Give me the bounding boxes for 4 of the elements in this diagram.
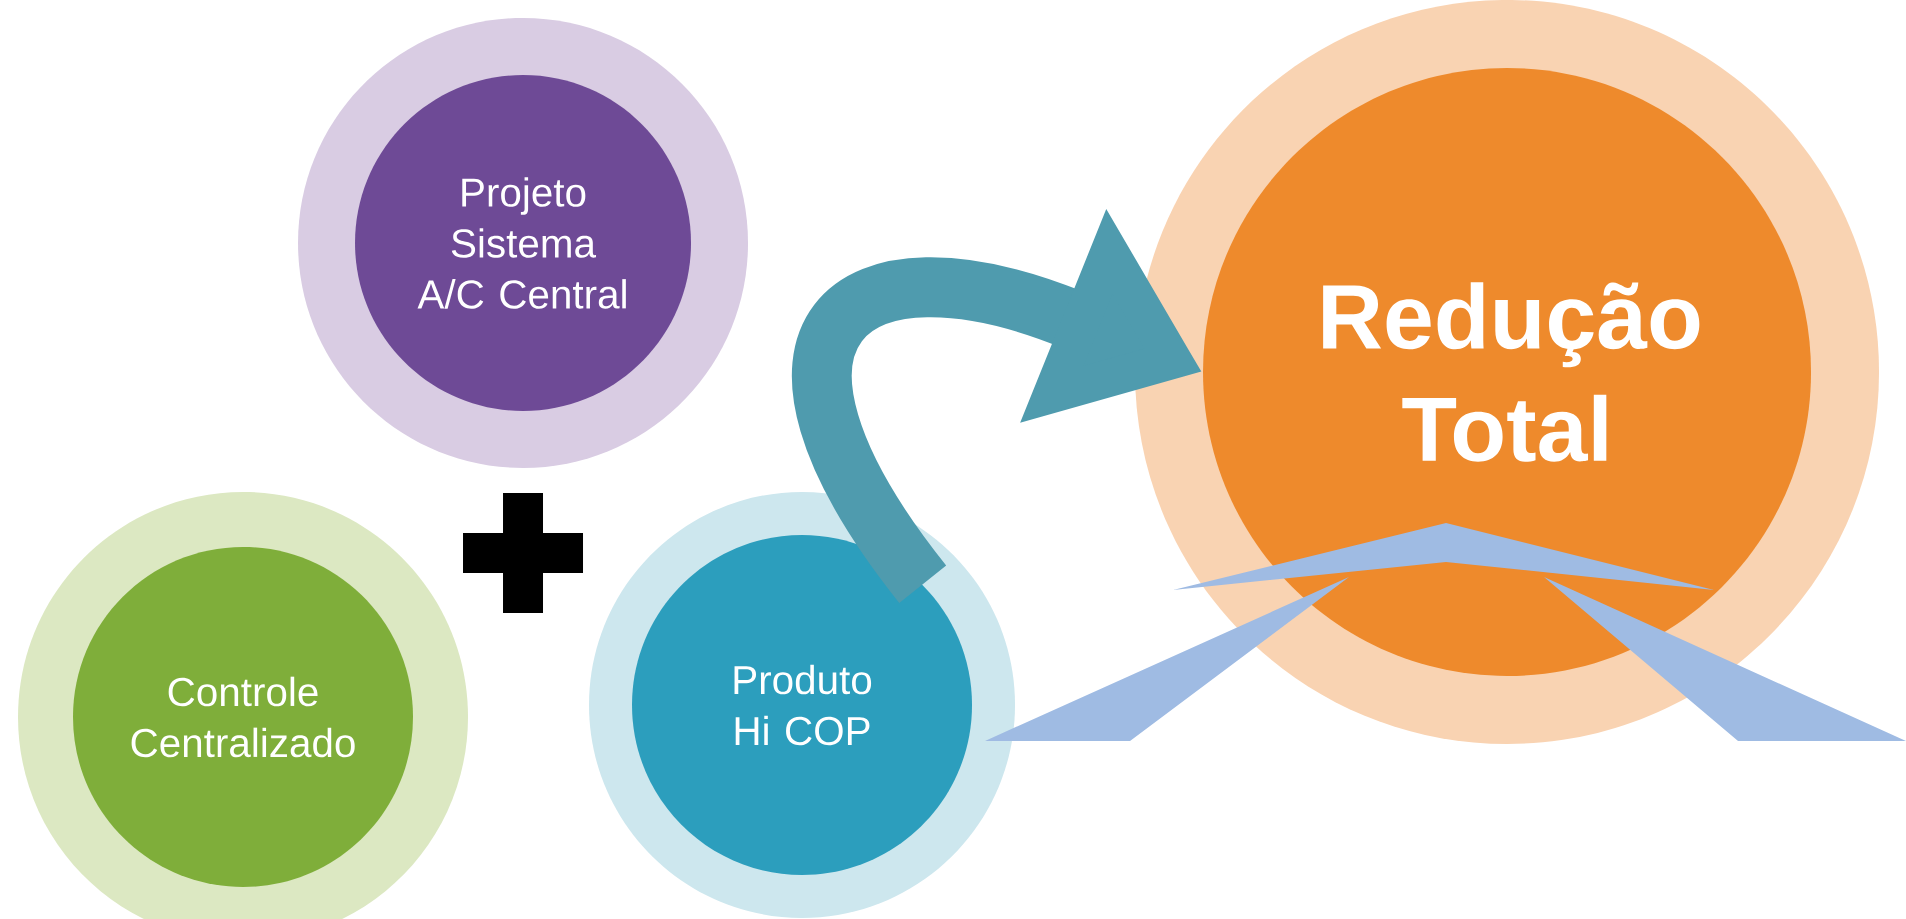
circle-node: Projeto Sistema A/C Central	[355, 75, 691, 411]
circle-node: Redução Total	[1203, 68, 1811, 676]
circle-node: Controle Centralizado	[73, 547, 413, 887]
circle-node: Produto Hi COP	[632, 535, 972, 875]
